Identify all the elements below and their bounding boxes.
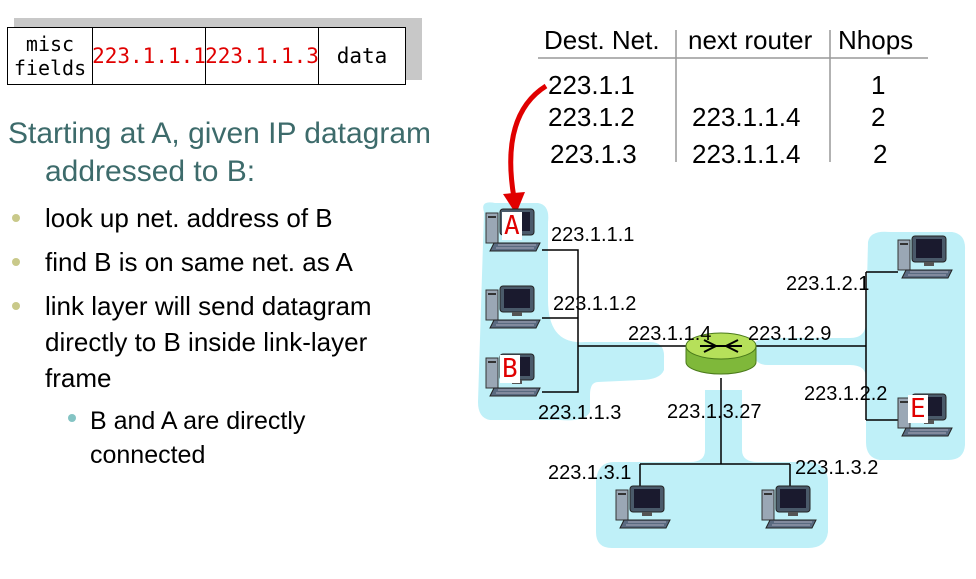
ip-label-router-bottom: 223.1.3.27 (667, 401, 762, 423)
datagram-data: data (336, 44, 388, 68)
host-223-1-2-1-computer (897, 235, 953, 279)
sub-bullet-item: B and A are directly connected (8, 404, 390, 472)
lookup-arrow (508, 83, 548, 199)
ip-label-223-1-3-2: 223.1.3.2 (795, 457, 879, 479)
sub-bullet-dot (68, 414, 76, 422)
table-cell: 223.1.2 (548, 102, 635, 132)
router-icon (685, 332, 757, 375)
bullet-item: find B is on same net. as A (8, 244, 478, 280)
host-223-1-1-2-computer (485, 285, 541, 329)
lookup-arrow-head (503, 192, 525, 214)
bullet-text: find B is on same net. as A (45, 247, 353, 277)
col-header-next-router: next router (688, 25, 813, 55)
table-cell: 223.1.1 (548, 70, 635, 100)
bullet-item: look up net. address of B (8, 200, 478, 236)
ip-datagram: misc fields 223.1.1.1 223.1.1.3 data (7, 27, 406, 85)
heading-line1: Starting at A, given IP datagram (8, 117, 432, 150)
bullet-text: link layer will send datagram directly t… (45, 291, 372, 393)
host-a-label: A (502, 211, 522, 241)
ip-label-b: 223.1.1.3 (538, 402, 622, 424)
ip-label-router-right: 223.1.2.9 (748, 323, 832, 345)
bullet-dot (12, 302, 20, 310)
col-header-nhops: Nhops (838, 25, 914, 55)
explanation-bullets: look up net. address of B find B is on s… (8, 200, 478, 472)
table-cell: 2 (873, 139, 888, 169)
ip-label-e: 223.1.2.2 (804, 383, 888, 405)
heading-line2: addressed to B: (45, 155, 256, 188)
bullet-item: link layer will send datagram directly t… (8, 288, 435, 396)
ip-label-router-left: 223.1.1.4 (628, 323, 712, 345)
datagram-source-ip: 223.1.1.1 (92, 28, 206, 84)
bullet-text: look up net. address of B (45, 203, 333, 233)
table-cell: 223.1.1.4 (692, 102, 801, 132)
explanation-heading: Starting at A, given IP datagram address… (8, 115, 478, 191)
col-header-dest-net: Dest. Net. (544, 25, 660, 55)
ip-label-223-1-1-2: 223.1.1.2 (553, 293, 637, 315)
sub-bullet-text: B and A are directly connected (90, 407, 306, 469)
datagram-dest-ip: 223.1.1.3 (205, 28, 319, 84)
misc-line2: fields (13, 56, 87, 80)
misc-line1: misc (25, 32, 75, 56)
host-e-label: E (908, 394, 928, 424)
table-cell: 223.1.3 (550, 139, 637, 169)
bullet-dot (12, 214, 20, 222)
ip-label-a: 223.1.1.1 (551, 224, 635, 246)
table-cell: 1 (871, 70, 886, 100)
host-223-1-3-2-computer (761, 485, 817, 529)
datagram-misc-fields: misc fields (8, 28, 93, 84)
host-b-label: B (500, 354, 520, 384)
ip-label-223-1-2-1: 223.1.2.1 (786, 273, 870, 295)
bullet-dot (12, 258, 20, 266)
ip-label-223-1-3-1: 223.1.3.1 (548, 462, 632, 484)
table-cell: 2 (871, 102, 886, 132)
table-cell: 223.1.1.4 (692, 139, 801, 169)
host-223-1-3-1-computer (615, 485, 671, 529)
